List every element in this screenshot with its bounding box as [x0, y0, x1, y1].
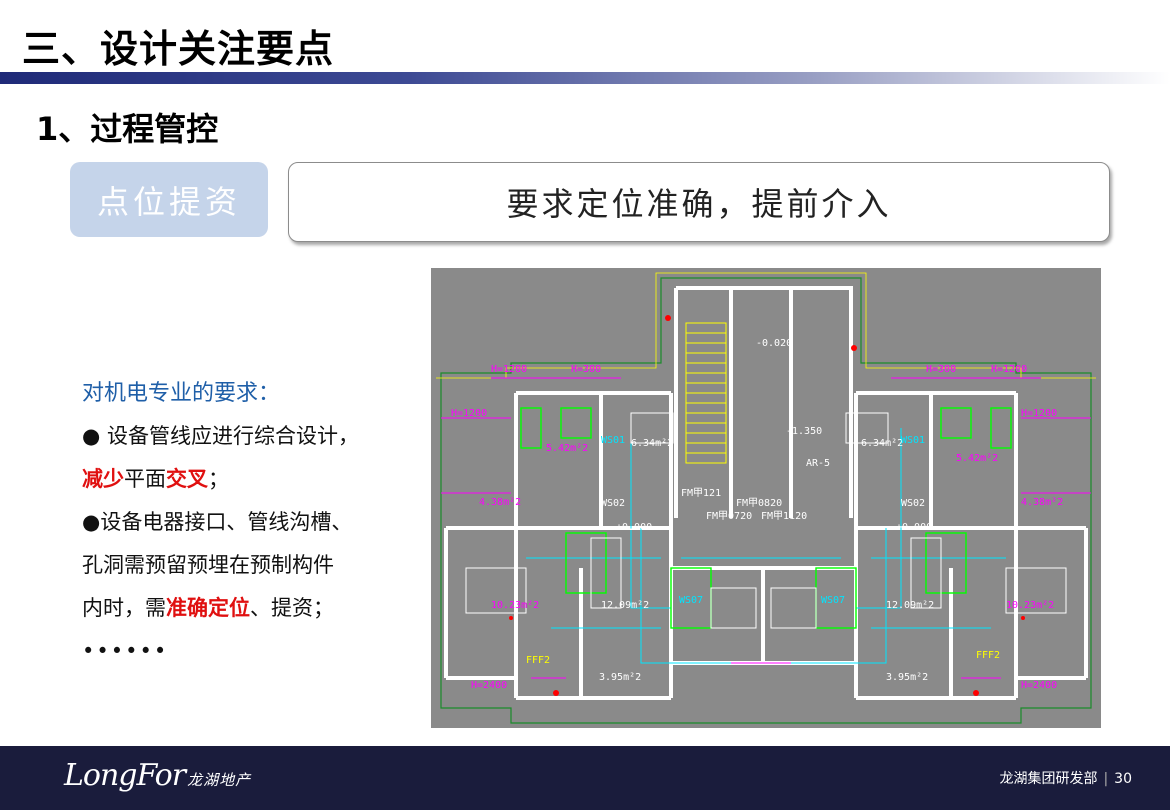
label-h1200-right: H=1200 [991, 364, 1027, 375]
right-wing-walls [1016, 526, 1088, 680]
requirements-heading: 对机电专业的要求： [82, 381, 281, 406]
annotation-lines [441, 377, 1091, 679]
label-h300-left: H=300 [571, 364, 601, 375]
department-name: 龙湖集团研发部 [999, 771, 1098, 787]
outer-boundary-yellow [436, 272, 1096, 379]
label-ws01-right: WS01 [901, 435, 925, 446]
label-area-1209-right: 12.09m²2 [886, 600, 934, 611]
bullet-item-2-line-3: 内时，需准确定位、提资； [82, 587, 412, 630]
label-area-542-right: 5.42m²2 [956, 453, 998, 464]
label-fm-4: FM甲1120 [761, 511, 807, 522]
label-area-634-right: 6.34m²2 [861, 438, 903, 449]
label-ws07-right: WS07 [821, 595, 845, 606]
label-fm-1: FM甲121 [681, 488, 721, 499]
label-h1200-right-2: H=1200 [1021, 408, 1057, 419]
furniture [465, 412, 1067, 629]
bullet-item-1-line-1: ● 设备管线应进行综合设计， [82, 424, 359, 448]
bullet-item-1-line-2: 减少平面交叉； [82, 458, 412, 501]
label-h300-right: H=300 [926, 364, 956, 375]
label-elevation-1: -0.020 [756, 338, 792, 349]
center-unit-walls [671, 566, 856, 665]
section-subtitle: 1、过程管控 [36, 110, 219, 148]
footer-info: 龙湖集团研发部 | 30 [999, 768, 1132, 788]
outlet-markers [509, 315, 1025, 696]
highlight-cross: 交叉 [166, 467, 208, 491]
highlight-reduce: 减少 [82, 467, 124, 491]
pipe-runs-cyan [526, 428, 1006, 664]
label-elevation-2: -1.350 [786, 426, 822, 437]
requirement-box: 要求定位准确，提前介入 [288, 162, 1110, 242]
bullet-item-2-line-2: 孔洞需预留预埋在预制构件 [82, 553, 334, 577]
label-h1200-left-2: H=1200 [451, 408, 487, 419]
label-area-542-left: 5.42m²2 [546, 443, 588, 454]
label-h2400-right: H=2400 [1021, 680, 1057, 691]
bullet-item-2-line-1: ●设备电器接口、管线沟槽、 [82, 510, 353, 534]
text-provide-data: 、提资； [250, 596, 334, 620]
label-ws02-right: WS02 [901, 498, 925, 509]
stair-treads [685, 322, 727, 464]
label-area-438-right: 4.38m²2 [1021, 497, 1063, 508]
label-area-1023-right: 10.23m²2 [1006, 600, 1054, 611]
title-underline-bar [0, 72, 1170, 84]
label-fff-right: FFF2 [976, 650, 1000, 661]
label-area-1023-left: 10.23m²2 [491, 600, 539, 611]
label-ws02-left: WS02 [601, 498, 625, 509]
text-when: 内时，需 [82, 596, 166, 620]
outer-boundary-green [440, 277, 1092, 724]
label-h2400-left: H=2400 [471, 680, 507, 691]
topic-tag: 点位提资 [70, 162, 268, 237]
drawing-labels: H=1200 H=300 H=300 H=1200 H=1200 H=1200 … [451, 338, 1063, 691]
right-unit-walls [854, 391, 1018, 700]
text-plane: 平面 [124, 467, 166, 491]
logo-chinese: 龙湖地产 [187, 771, 252, 789]
label-ar: AR-5 [806, 458, 830, 469]
label-area-1209-left: 12.09m²2 [601, 600, 649, 611]
label-fm-3: FM甲0720 [706, 511, 752, 522]
label-fm-2: FM甲0820 [736, 498, 782, 509]
page-title: 三、设计关注要点 [22, 27, 335, 71]
label-area-438-left: 4.38m²2 [479, 497, 521, 508]
text-semicolon: ； [208, 467, 229, 491]
footer-separator: | [1103, 771, 1109, 787]
ellipsis: •••••• [82, 639, 169, 663]
label-elevation-4: +0.000 [896, 522, 932, 533]
left-unit-walls [514, 391, 673, 700]
logo-text: LongFor [64, 758, 186, 793]
label-ws01-left: WS01 [601, 435, 625, 446]
cad-floor-plan: H=1200 H=300 H=300 H=1200 H=1200 H=1200 … [431, 268, 1101, 728]
stair-core-walls [674, 286, 853, 518]
highlight-accurate-position: 准确定位 [166, 596, 250, 620]
label-area-634-left: 6.34m²2 [631, 438, 673, 449]
cad-floor-plan-svg: H=1200 H=300 H=300 H=1200 H=1200 H=1200 … [436, 272, 1096, 724]
label-elevation-3: +0.000 [616, 522, 652, 533]
requirements-list: 对机电专业的要求： ● 设备管线应进行综合设计， 减少平面交叉； ●设备电器接口… [82, 372, 412, 673]
label-h1200-left: H=1200 [491, 364, 527, 375]
label-area-395-right: 3.95m²2 [886, 672, 928, 683]
label-ws07-left: WS07 [679, 595, 703, 606]
page-number: 30 [1114, 771, 1132, 787]
label-fff-left: FFF2 [526, 655, 550, 666]
label-area-395-left: 3.95m²2 [599, 672, 641, 683]
left-wing-walls [444, 526, 516, 680]
